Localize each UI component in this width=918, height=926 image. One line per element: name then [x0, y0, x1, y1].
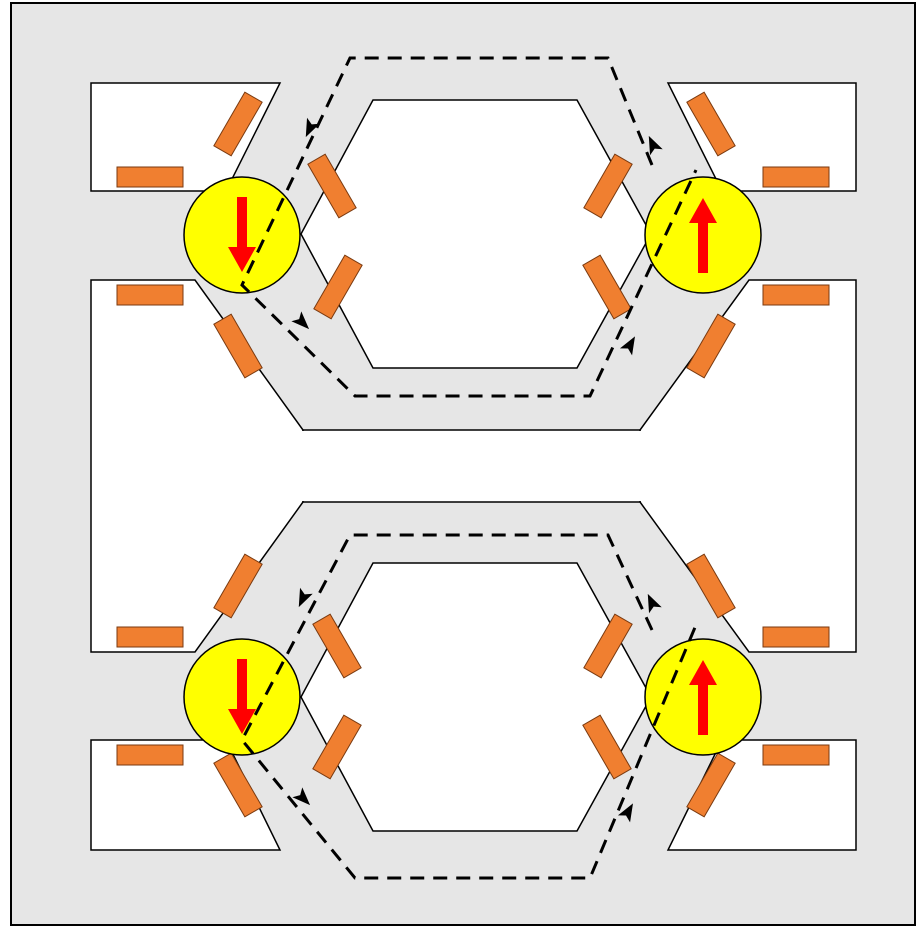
flow-arrowhead-1 — [305, 117, 320, 138]
flow-arrowhead-5 — [298, 587, 313, 608]
flow-arrowhead-6 — [292, 787, 311, 806]
marker-13 — [213, 553, 263, 619]
marker-8 — [686, 91, 736, 157]
flow-path-upper — [240, 56, 698, 398]
red-down-arrow-icon — [228, 659, 256, 734]
seam-cover — [190, 431, 754, 501]
marker-23 — [686, 752, 736, 818]
marker-11 — [686, 313, 736, 379]
marker-1 — [116, 166, 184, 188]
circle-bottom-right — [644, 638, 762, 756]
marker-9 — [762, 166, 830, 188]
marker-3 — [307, 153, 357, 219]
marker-7 — [583, 153, 633, 219]
marker-6 — [313, 254, 363, 320]
marker-21 — [762, 626, 830, 648]
circle-top-right — [644, 176, 762, 294]
circles-group — [183, 176, 762, 756]
hexagon-lower — [300, 562, 652, 832]
marker-5 — [213, 313, 263, 379]
flow-arrowhead-2 — [291, 311, 310, 330]
marker-12 — [762, 284, 830, 306]
flow-arrowhead-7 — [617, 803, 633, 823]
flow-path-lower — [240, 533, 698, 880]
marker-2 — [213, 91, 263, 157]
marker-19 — [583, 613, 633, 679]
island-middle-center — [302, 429, 641, 503]
marker-22 — [582, 714, 632, 780]
red-up-arrow-icon — [689, 660, 717, 735]
flow-arrowheads — [291, 117, 663, 823]
marker-20 — [686, 553, 736, 619]
flow-arrowhead-3 — [619, 336, 635, 356]
red-up-arrow-icon — [689, 198, 717, 273]
marker-18 — [312, 714, 362, 780]
flow-paths — [240, 56, 698, 880]
marker-17 — [116, 744, 184, 766]
circle-bottom-left — [183, 638, 301, 756]
marker-24 — [762, 744, 830, 766]
circle-top-left — [183, 176, 301, 294]
marker-16 — [213, 752, 263, 818]
flow-arrowhead-8 — [647, 593, 662, 614]
marker-4 — [116, 284, 184, 306]
flow-arrowhead-4 — [648, 135, 663, 156]
markers-group — [116, 91, 830, 818]
hexagon-upper — [300, 99, 652, 369]
red-down-arrow-icon — [228, 197, 256, 272]
marker-15 — [312, 613, 362, 679]
marker-14 — [116, 626, 184, 648]
marker-10 — [582, 254, 632, 320]
